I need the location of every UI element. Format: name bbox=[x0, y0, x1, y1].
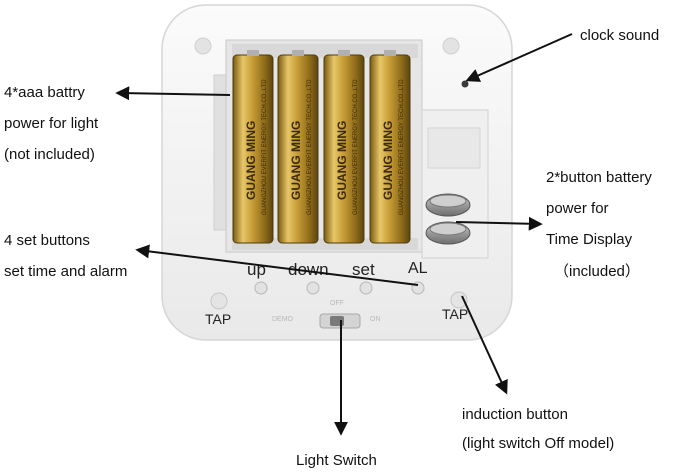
battery-brand-text: GUANG MING bbox=[289, 121, 303, 200]
callout-set-buttons-line2: set time and alarm bbox=[4, 263, 128, 280]
up-button[interactable] bbox=[254, 281, 268, 295]
set-label: set bbox=[352, 260, 375, 279]
callout-aaa-line1: 4*aaa battry bbox=[4, 84, 85, 101]
set-button[interactable] bbox=[359, 281, 373, 295]
battery-maker-text: GUANGZHOU EVERFIT ENERGY TECH.CO.,LTD bbox=[399, 79, 405, 215]
battery-maker-text: GUANGZHOU EVERFIT ENERGY TECH.CO.,LTD bbox=[262, 79, 268, 215]
al-label: AL bbox=[408, 260, 428, 277]
speaker-hole bbox=[461, 80, 469, 88]
tap-right-label: TAP bbox=[442, 306, 469, 322]
callout-aaa-line2: power for light bbox=[4, 115, 99, 132]
side-clip bbox=[213, 74, 227, 231]
callout-button-batt-line3: Time Display bbox=[546, 231, 633, 248]
mount-hole-top-right bbox=[442, 37, 460, 55]
down-label: down bbox=[288, 260, 329, 279]
tap-left-dot[interactable] bbox=[210, 292, 228, 310]
up-label: up bbox=[247, 260, 266, 279]
aaa-battery bbox=[277, 50, 319, 244]
battery-maker-text: GUANGZHOU EVERFIT ENERGY TECH.CO.,LTD bbox=[307, 79, 313, 215]
callout-induction-line1: induction button bbox=[462, 406, 568, 423]
al-button[interactable] bbox=[411, 281, 425, 295]
callout-button-batt-line1: 2*button battery bbox=[546, 169, 652, 186]
battery-brand-text: GUANG MING bbox=[244, 121, 258, 200]
aaa-battery bbox=[323, 50, 365, 244]
callout-light-switch: Light Switch bbox=[296, 452, 377, 469]
switch-off-label: OFF bbox=[330, 300, 344, 307]
battery-maker-text: GUANGZHOU EVERFIT ENERGY TECH.CO.,LTD bbox=[353, 79, 359, 215]
callout-aaa-line3: (not included) bbox=[4, 146, 95, 163]
down-button[interactable] bbox=[306, 281, 320, 295]
callout-clock-sound: clock sound bbox=[580, 27, 660, 44]
callout-set-buttons-line1: 4 set buttons bbox=[4, 232, 90, 249]
battery-brand-text: GUANG MING bbox=[381, 121, 395, 200]
switch-demo-label: DEMO bbox=[272, 316, 293, 323]
aaa-battery bbox=[369, 50, 411, 244]
button-cell bbox=[425, 221, 471, 245]
callout-button-batt-line2: power for bbox=[546, 200, 609, 217]
button-cell bbox=[425, 193, 471, 217]
tap-left-label: TAP bbox=[205, 311, 232, 327]
mount-hole-top-left bbox=[194, 37, 212, 55]
callout-induction-line2: (light switch Off model) bbox=[462, 435, 615, 452]
switch-on-label: ON bbox=[370, 316, 381, 323]
battery-brand-text: GUANG MING bbox=[335, 121, 349, 200]
callout-button-batt-line4: （included） bbox=[554, 263, 640, 280]
aaa-battery bbox=[232, 50, 274, 244]
